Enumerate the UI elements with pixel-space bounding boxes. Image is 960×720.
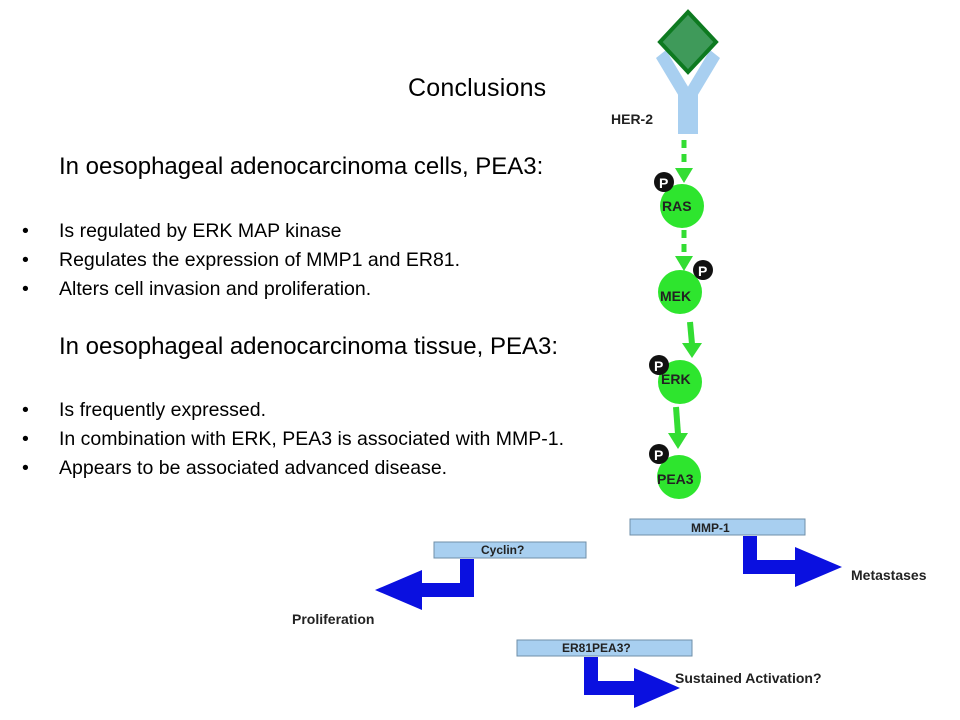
her2-receptor [656, 9, 720, 134]
receptor-left-arm [656, 50, 690, 98]
pea3-label: PEA3 [657, 471, 694, 487]
ras-label: RAS [662, 198, 692, 214]
metastases-label: Metastases [851, 567, 927, 583]
tissue-bullet: In combination with ERK, PEA3 is associa… [0, 426, 564, 455]
cells-bullet: Alters cell invasion and proliferation. [0, 276, 460, 305]
er81-label: ER81PEA3? [562, 641, 631, 655]
mek-label: MEK [660, 288, 691, 304]
ligand-diamond [657, 9, 719, 75]
cells-bullet-list: Is regulated by ERK MAP kinase Regulates… [0, 218, 460, 305]
erk-label: ERK [661, 371, 691, 387]
receptor-label: HER-2 [611, 111, 653, 127]
tissue-bullet-list: Is frequently expressed. In combination … [0, 397, 564, 484]
arrow-erk-pea3 [668, 406, 688, 449]
slide-title: Conclusions [408, 74, 547, 102]
proliferation-label: Proliferation [292, 611, 374, 627]
pea3-node [657, 455, 701, 499]
phospho-label: P [654, 447, 663, 463]
erk-node [658, 360, 702, 404]
sustained-activation-arrow [584, 657, 680, 708]
phospho-badge-erk [649, 355, 669, 375]
receptor-stem [678, 88, 698, 134]
sustained-activation-label: Sustained Activation? [675, 670, 822, 686]
ras-node [660, 184, 704, 228]
mmp1-gene-box [629, 518, 806, 536]
phospho-label: P [654, 358, 663, 374]
proliferation-arrow [375, 559, 474, 610]
er81-gene-box [516, 639, 693, 657]
mek-node [658, 270, 702, 314]
cyclin-label: Cyclin? [481, 543, 524, 557]
cells-heading: In oesophageal adenocarcinoma cells, PEA… [59, 153, 544, 180]
phospho-badge-ras [654, 172, 674, 192]
cells-bullet: Is regulated by ERK MAP kinase [0, 218, 460, 247]
arrow-mek-erk [682, 321, 702, 358]
phospho-label: P [659, 175, 668, 191]
tissue-bullet: Appears to be associated advanced diseas… [0, 455, 564, 484]
metastases-arrow [743, 536, 842, 587]
phospho-badge-pea3 [649, 444, 669, 464]
tissue-bullet: Is frequently expressed. [0, 397, 564, 426]
cells-bullet: Regulates the expression of MMP1 and ER8… [0, 247, 460, 276]
arrow-ras-mek [675, 230, 693, 271]
arrow-her2-ras [675, 140, 693, 183]
mmp1-label: MMP-1 [691, 521, 730, 535]
cyclin-gene-box [433, 541, 587, 559]
tissue-heading: In oesophageal adenocarcinoma tissue, PE… [59, 333, 558, 360]
phospho-label: P [698, 263, 707, 279]
receptor-right-arm [686, 50, 720, 98]
phospho-badge-mek [693, 260, 713, 280]
